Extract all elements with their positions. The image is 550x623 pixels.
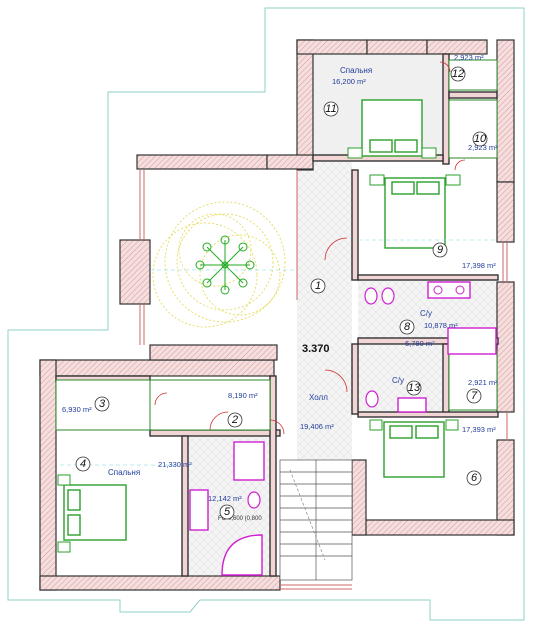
room13-area: 6,780 m²	[405, 339, 435, 348]
windows	[139, 170, 508, 590]
bed-icon	[369, 419, 459, 478]
room11-area: 16,200 m²	[332, 77, 366, 86]
hall-area: 19,406 m²	[300, 422, 334, 431]
room-number-11: 11	[323, 101, 339, 117]
room13-name: С/у	[392, 376, 404, 385]
room-number-1: 1	[310, 278, 326, 294]
svg-text:2: 2	[231, 414, 238, 426]
svg-text:6: 6	[471, 472, 478, 484]
room-number-13: 13	[406, 380, 422, 396]
fo-note: FO 0,600 (0,800	[218, 516, 262, 522]
svg-text:12: 12	[452, 68, 464, 80]
room-number-10: 10	[472, 131, 488, 147]
room-number-4: 4	[75, 456, 91, 472]
room-number-9: 9	[432, 242, 448, 258]
room6-area: 17,393 m²	[462, 425, 496, 434]
room5-area: 12,142 m²	[208, 494, 242, 503]
room12-area: 2,923 m²	[454, 53, 484, 62]
room3-area: 6,930 m²	[62, 405, 92, 414]
axis-lines	[60, 239, 497, 466]
hall-name: Холл	[309, 393, 328, 402]
room10-area: 2,923 m²	[468, 143, 498, 152]
svg-text:4: 4	[80, 458, 86, 470]
toilet-icon	[247, 287, 395, 509]
ceiling-light-rings	[152, 201, 286, 328]
level-mark: 3.370	[302, 343, 330, 355]
svg-text:13: 13	[408, 382, 421, 394]
stairs-icon	[279, 459, 353, 581]
walls	[39, 39, 515, 591]
svg-text:7: 7	[471, 390, 478, 402]
room-number-7: 7	[466, 388, 482, 404]
room-number-5: 5	[219, 504, 235, 520]
room-number-3: 3	[94, 396, 110, 412]
svg-text:3: 3	[99, 398, 106, 410]
room8-name: С/у	[420, 309, 432, 318]
sink-icon	[189, 281, 471, 531]
svg-text:1: 1	[315, 280, 321, 292]
room4-name: Спальня	[108, 468, 140, 477]
room-number-12: 12	[450, 66, 466, 82]
bed-icon	[57, 474, 127, 553]
room-number-2: 2	[227, 412, 243, 428]
room8-area: 10,878 m²	[424, 321, 458, 330]
svg-text:9: 9	[437, 244, 443, 256]
room11-name: Спальня	[340, 66, 372, 75]
room2-area: 8,190 m²	[228, 391, 258, 400]
room-number-6: 6	[466, 470, 482, 486]
svg-text:10: 10	[474, 133, 487, 145]
doors	[154, 61, 466, 435]
svg-text:11: 11	[325, 103, 336, 115]
svg-text:5: 5	[224, 506, 231, 518]
bed-icon	[369, 174, 461, 249]
room4-area: 21,330 m²	[158, 460, 192, 469]
room-number-8: 8	[399, 319, 415, 335]
room9-area: 17,398 m²	[462, 261, 496, 270]
svg-text:8: 8	[404, 321, 411, 333]
room7-area: 2,921 m²	[468, 378, 498, 387]
site-outline	[7, 7, 525, 621]
plant-icon	[195, 235, 255, 295]
bed-icon	[347, 99, 437, 159]
bathtub-icon	[221, 327, 497, 576]
hall-floor	[297, 162, 352, 460]
